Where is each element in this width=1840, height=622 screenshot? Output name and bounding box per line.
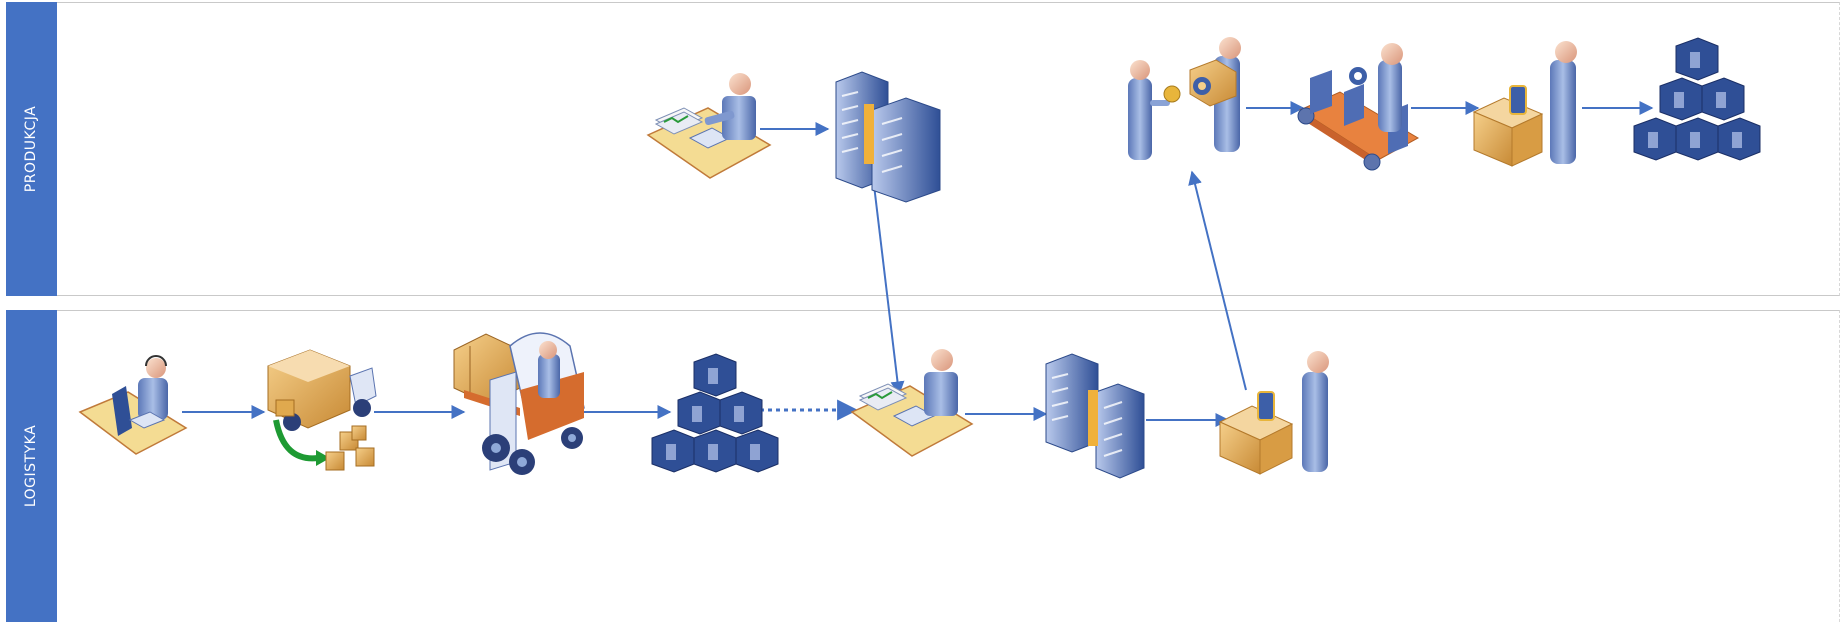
delivery-truck-icon	[267, 349, 377, 471]
buyer-seller-icon	[1128, 37, 1241, 160]
lane-header-production: PRODUKCJA	[6, 2, 57, 296]
arrow-packing-to-trade	[1188, 170, 1247, 391]
server-icon-logistics	[1045, 353, 1145, 479]
packing-worker-icon-logistics	[1218, 351, 1329, 475]
packing-worker-icon-production	[1472, 41, 1577, 167]
server-icon-production	[835, 71, 941, 203]
planner-desk-icon	[646, 73, 772, 179]
forklift-icon	[453, 332, 585, 475]
lane-production: PRODUKCJA	[6, 2, 1840, 296]
call-center-operator-icon	[78, 355, 188, 455]
clerk-desk-icon	[850, 349, 974, 457]
lane-header-logistics: LOGISTYKA	[6, 310, 57, 622]
crates-icon-production	[1633, 37, 1761, 161]
arrow-server-to-clerk	[870, 159, 905, 396]
crates-icon-logistics	[651, 353, 779, 473]
assembly-line-icon	[1297, 43, 1420, 171]
lane-logistics: LOGISTYKA	[6, 310, 1840, 622]
connectors	[182, 101, 1654, 427]
